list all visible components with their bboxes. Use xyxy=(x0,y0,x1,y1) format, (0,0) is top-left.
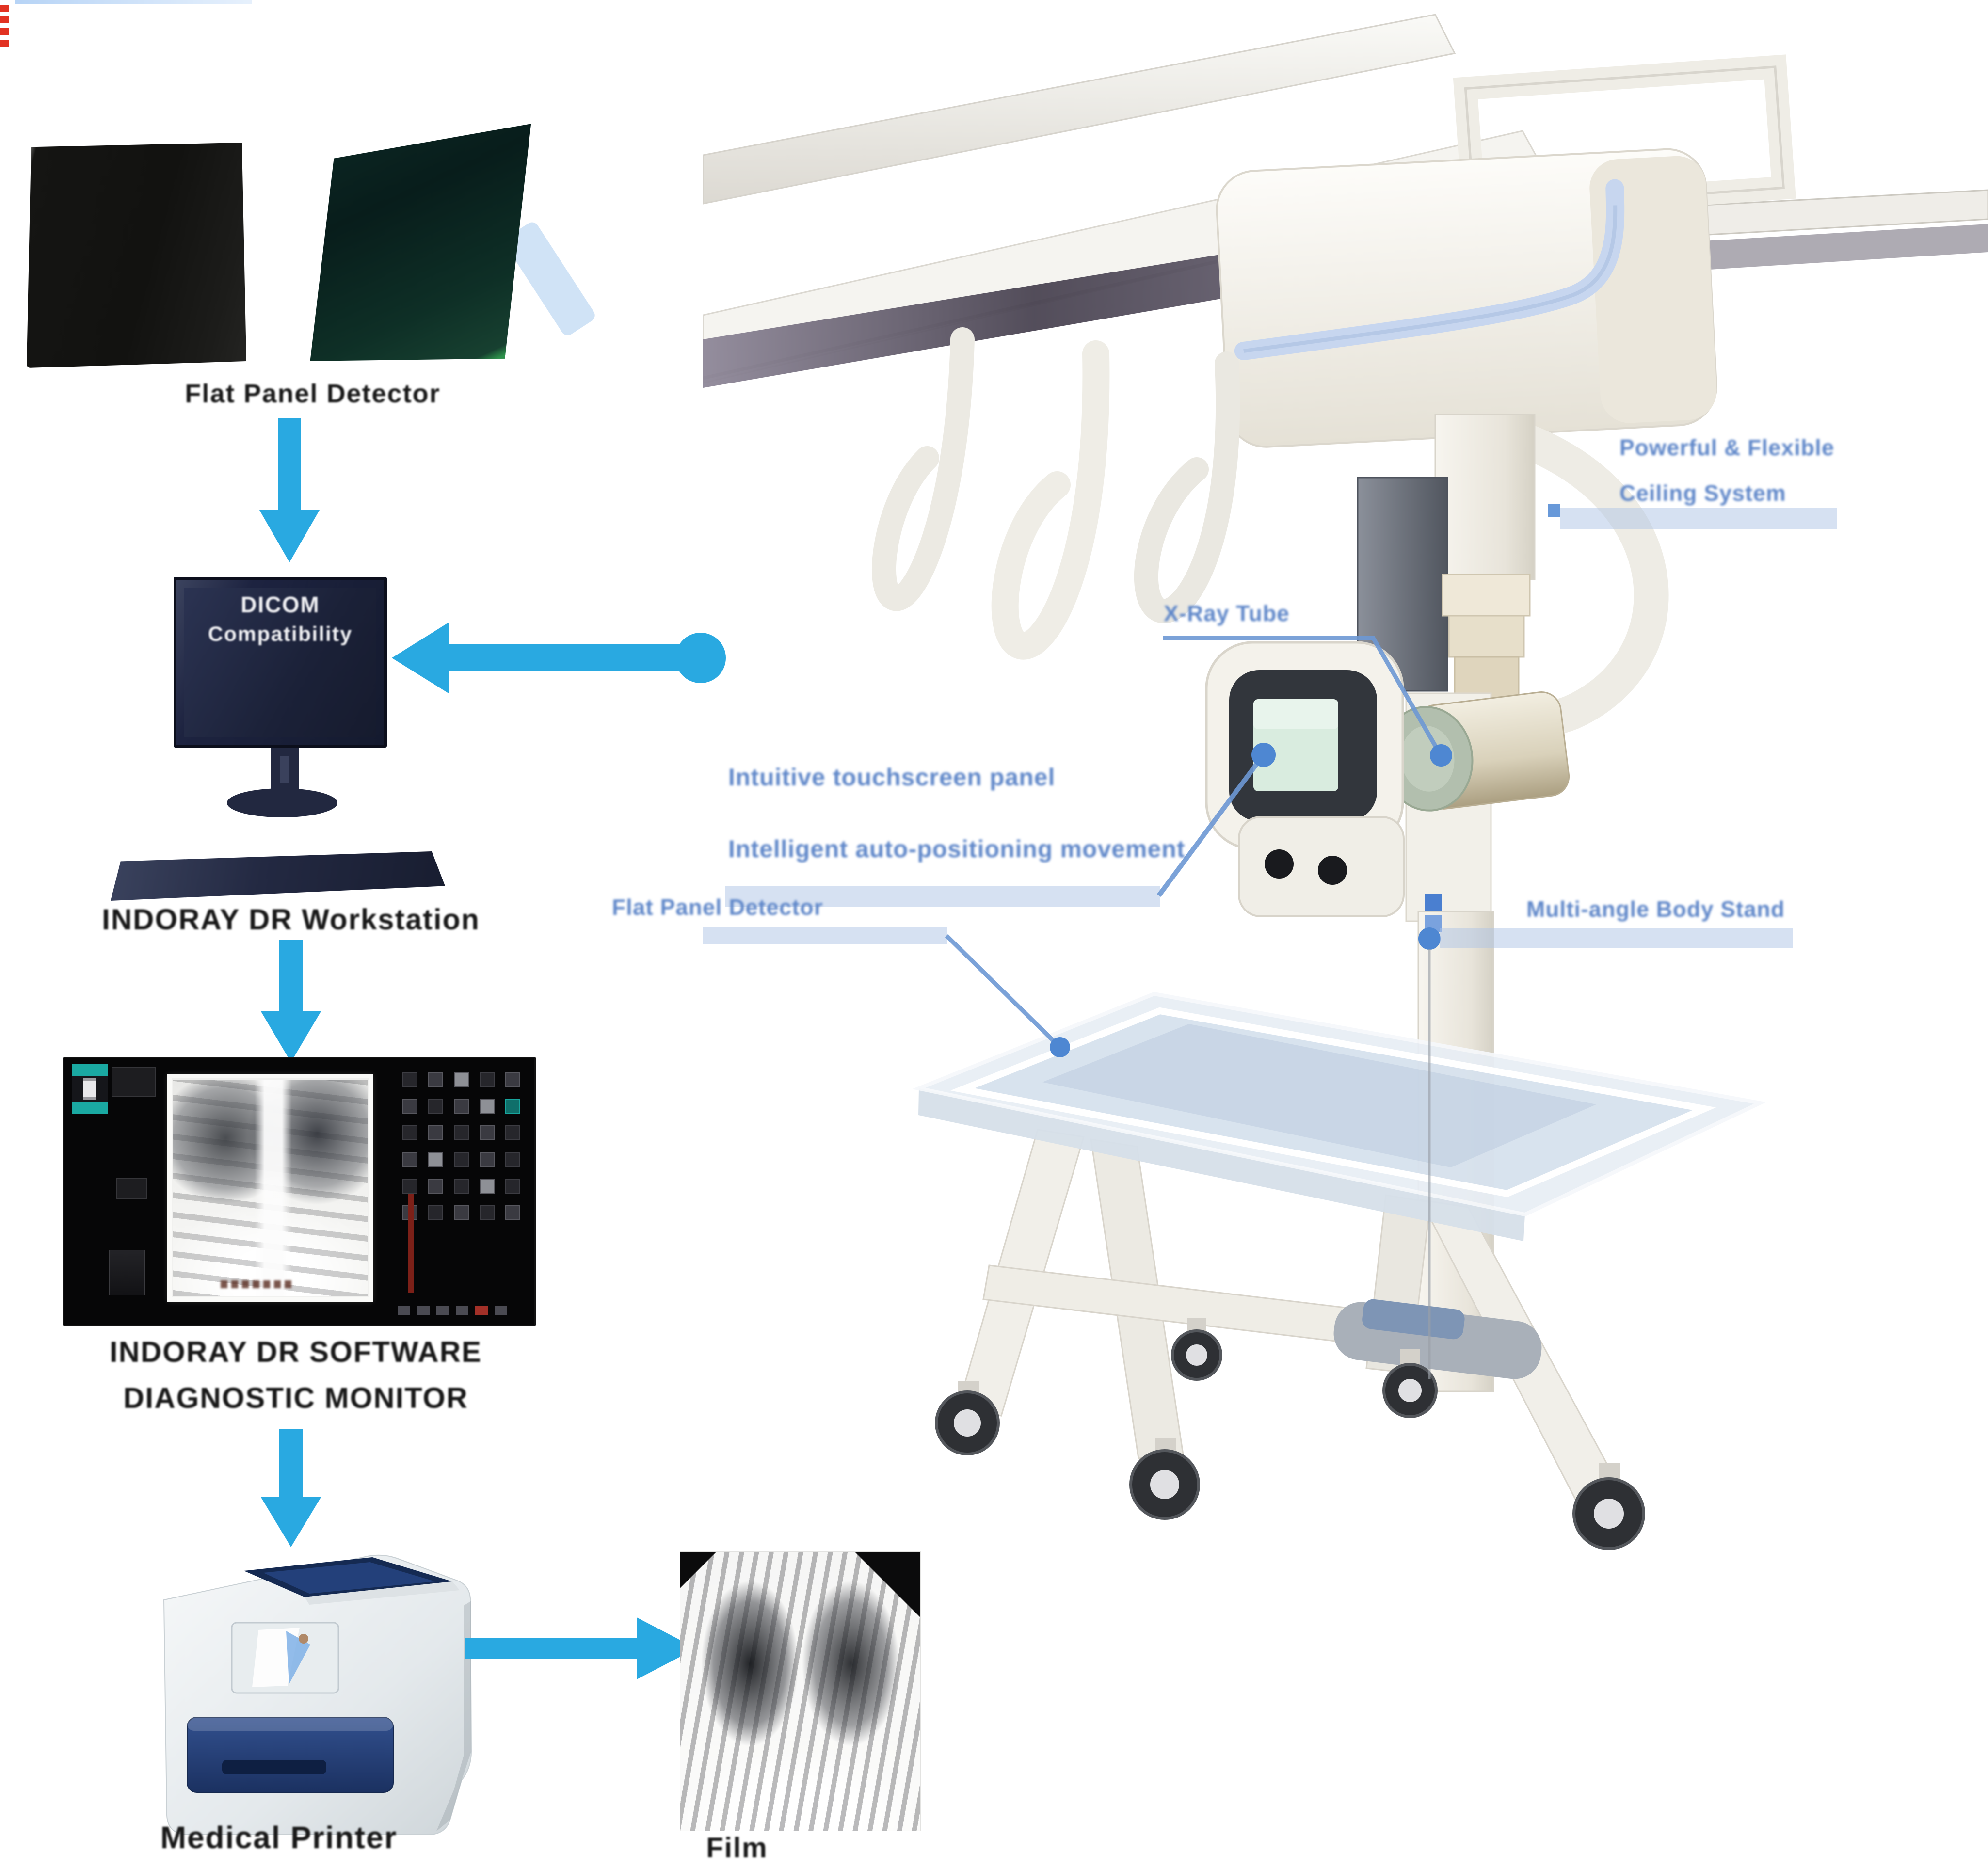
chest-xray-viewer xyxy=(167,1074,373,1302)
monitor-stand-slot xyxy=(280,756,289,783)
detector-callout-dot xyxy=(1050,1037,1070,1057)
arrow-down-1 xyxy=(259,418,320,562)
stand-callout-bar xyxy=(1440,928,1793,948)
collimator-knob xyxy=(1265,849,1294,879)
dicom-line1: DICOM xyxy=(240,592,320,617)
red-edge-mark xyxy=(0,16,9,23)
detector-callout-bar xyxy=(703,927,947,944)
stand-callout-label: Multi-angle Body Stand xyxy=(1526,896,1785,922)
logo-top-bar xyxy=(72,1064,108,1076)
red-edge-mark xyxy=(0,40,9,47)
red-edge-mark xyxy=(0,5,9,12)
medical-printer xyxy=(163,1554,472,1835)
monitor-stand-base xyxy=(227,788,337,817)
printer-paper-dot xyxy=(299,1634,308,1644)
dicom-screen-text: DICOM Compatibility xyxy=(174,591,387,646)
ceiling-callout-dot xyxy=(1548,504,1560,517)
touch-callout-bar xyxy=(725,886,1160,907)
arrow-left-from-machine xyxy=(392,623,726,693)
printer-side-shade xyxy=(436,1601,471,1831)
ceiling-callout-label: Powerful & Flexible Ceiling System xyxy=(1619,425,1834,516)
printer-paper-blue xyxy=(286,1631,310,1684)
callout-graphics xyxy=(703,504,1837,1379)
touch-callout-dot xyxy=(1251,743,1276,767)
patient-table xyxy=(912,991,1766,1550)
xray-machine-illustration xyxy=(703,14,1988,1550)
software-label: INDORAY DR SOFTWARE DIAGNOSTIC MONITOR xyxy=(53,1329,538,1422)
workstation-screen xyxy=(184,588,376,737)
xray-annotation-text xyxy=(221,1280,293,1288)
ui-panel xyxy=(112,1067,156,1097)
arrow-down-3 xyxy=(261,1429,321,1547)
touch-callout-line xyxy=(1156,756,1264,897)
ceiling-callout-line2: Ceiling System xyxy=(1619,480,1786,506)
logo-bottom-bar xyxy=(72,1102,108,1114)
touchscreen-callout-line2: Intelligent auto-positioning movement xyxy=(728,835,1186,863)
xray-film xyxy=(680,1551,921,1831)
column-blue-button xyxy=(1425,894,1442,911)
software-label-line1: INDORAY DR SOFTWARE xyxy=(109,1336,482,1368)
detector-callout-line xyxy=(945,934,1060,1047)
printer-drawer-handle xyxy=(222,1760,326,1774)
ceiling-carriage xyxy=(1216,148,1717,448)
stand-callout-dot xyxy=(1418,927,1441,950)
tube-callout-label: X-Ray Tube xyxy=(1164,601,1290,626)
workstation-label: INDORAY DR Workstation xyxy=(102,903,480,936)
arrow-right-to-film xyxy=(465,1617,696,1679)
red-edge-mark xyxy=(0,28,9,35)
chest-xray-image xyxy=(173,1080,368,1296)
diagnostic-monitor xyxy=(63,1057,536,1326)
top-edge-artifact xyxy=(15,0,252,4)
xray-tube-cylinder xyxy=(1382,691,1570,812)
stand-base xyxy=(1333,1299,1542,1379)
ui-panel-bottom-left xyxy=(109,1250,145,1295)
printer-top-lip xyxy=(305,1581,460,1605)
software-logo-icon xyxy=(72,1064,108,1114)
flat-panel-detector-green-edge xyxy=(310,124,531,361)
arrow-down-2 xyxy=(261,940,321,1062)
collimator-knob xyxy=(1318,856,1347,885)
ceiling-callout-bar xyxy=(1560,508,1837,529)
touchscreen-callout-line1: Intuitive touchscreen panel xyxy=(728,764,1056,791)
film-label: Film xyxy=(706,1832,768,1864)
flat-panel-detector-label: Flat Panel Detector xyxy=(185,379,441,408)
printer-label: Medical Printer xyxy=(160,1820,398,1855)
printer-drawer-highlight xyxy=(187,1717,393,1731)
tube-callout-line xyxy=(1163,636,1441,754)
dicom-line2: Compatibility xyxy=(208,623,353,646)
workstation-keyboard xyxy=(111,851,445,901)
tube-callout-dot xyxy=(1430,744,1452,767)
bottom-button-row xyxy=(398,1306,507,1315)
machine-detector-callout-label: Flat Panel Detector xyxy=(612,895,823,920)
workstation-monitor: DICOM Compatibility xyxy=(174,577,387,748)
printer-top-slot-inner xyxy=(263,1562,435,1594)
software-toolbar-buttons xyxy=(402,1069,529,1295)
logo-mid xyxy=(72,1076,108,1102)
casters xyxy=(935,1318,1645,1550)
logo-column xyxy=(83,1078,96,1100)
software-label-line2: DIAGNOSTIC MONITOR xyxy=(123,1381,468,1414)
ceiling-callout-line1: Powerful & Flexible xyxy=(1619,435,1835,460)
flat-panel-detector-black xyxy=(27,143,246,368)
ui-panel xyxy=(116,1178,147,1199)
dark-ceiling-beam xyxy=(703,233,1365,388)
red-slider-bar xyxy=(408,1194,414,1293)
tube-head-assembly xyxy=(1205,641,1570,932)
touchscreen-callout-label: Intuitive touchscreen panel Intelligent … xyxy=(728,765,1186,861)
